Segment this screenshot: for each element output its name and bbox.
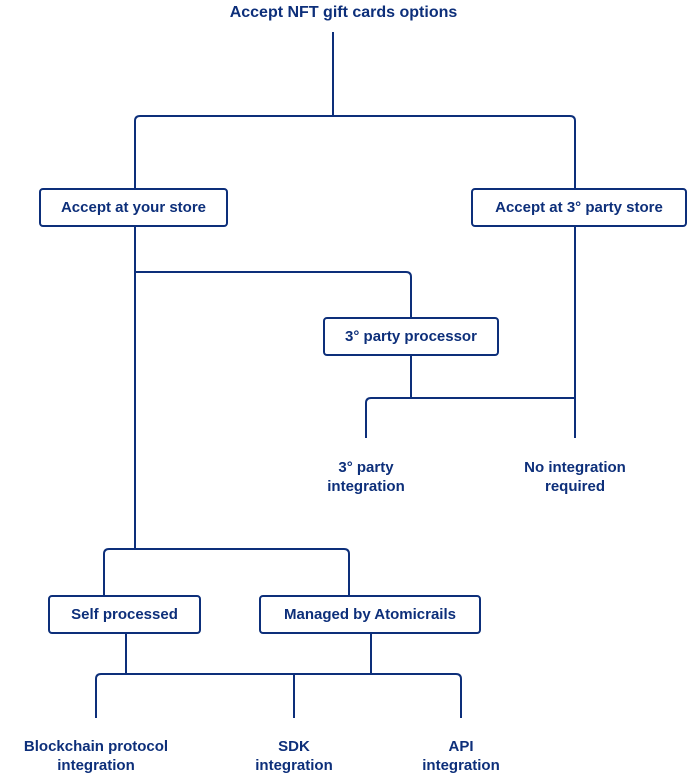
leaf-api-integration: API integration (401, 737, 521, 775)
node-third-party-processor: 3° party processor (323, 317, 499, 356)
leaf-no-integration-required-line2: required (544, 478, 605, 495)
leaf-blockchain-protocol-integration: Blockchain protocol integration (14, 737, 178, 775)
connector-store-processor (135, 271, 412, 317)
node-self-processed: Self processed (48, 595, 201, 634)
leaf-no-integration-required: No integration required (500, 458, 650, 496)
leaf-api-integration-line2: integration (422, 757, 500, 774)
node-accept-at-your-store: Accept at your store (39, 188, 228, 227)
leaf-third-party-integration-line1: 3° party (338, 459, 394, 476)
leaf-third-party-integration: 3° party integration (295, 458, 437, 496)
leaf-blockchain-protocol-integration-line1: Blockchain protocol (23, 738, 169, 755)
leaf-sdk-integration-line2: integration (255, 757, 333, 774)
leaf-api-integration-line1: API (448, 738, 474, 755)
leaf-third-party-integration-line2: integration (327, 478, 405, 495)
connector-bottom-tier (95, 632, 462, 718)
connector-processor-leaves (365, 226, 576, 438)
node-managed-by-atomicrails: Managed by Atomicrails (259, 595, 481, 634)
leaf-blockchain-protocol-integration-line2: integration (57, 757, 135, 774)
leaf-sdk-integration: SDK integration (234, 737, 354, 775)
leaf-no-integration-required-line1: No integration (524, 459, 626, 476)
connector-self-managed (103, 548, 350, 595)
leaf-sdk-integration-line1: SDK (278, 738, 310, 755)
diagram-title: Accept NFT gift cards options (229, 4, 458, 21)
connector-root-split (134, 32, 576, 188)
node-accept-at-third-party-store: Accept at 3° party store (471, 188, 687, 227)
